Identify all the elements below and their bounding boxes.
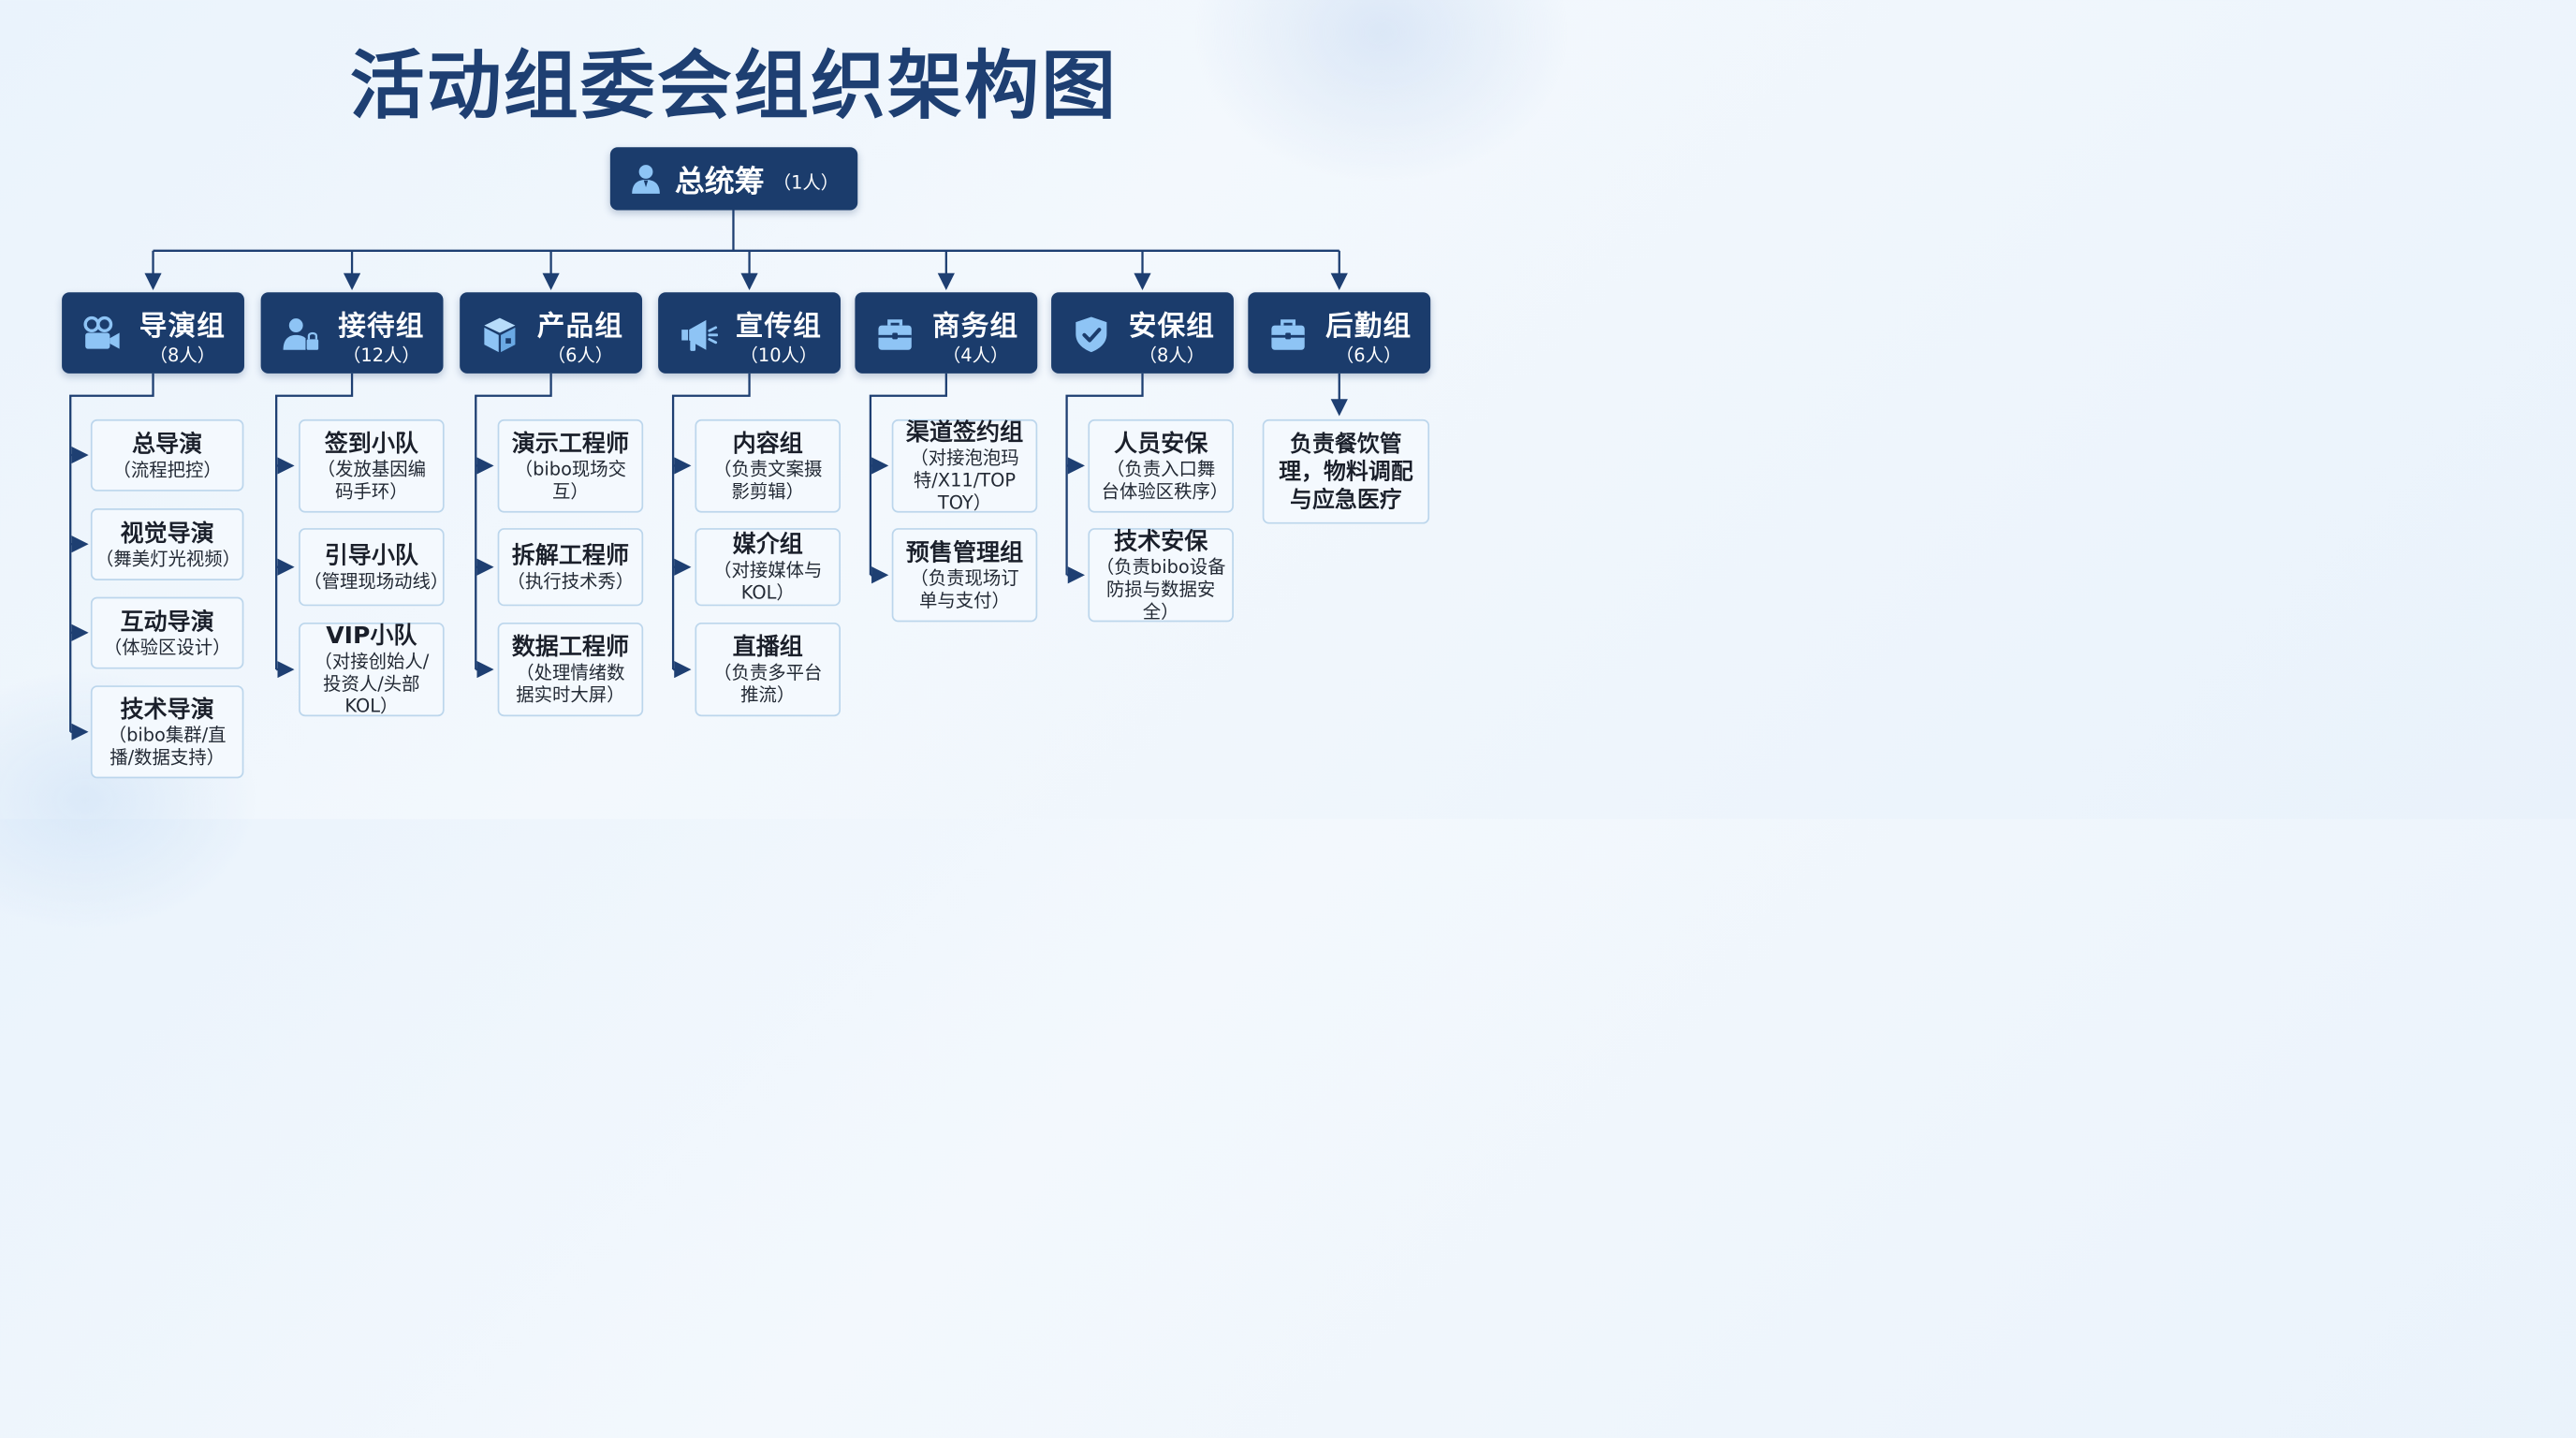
sub-title: 互动导演: [120, 608, 214, 636]
sub-title: 媒介组: [732, 530, 803, 559]
sub-box: 演示工程师 （bibo现场交互）: [497, 418, 644, 513]
sub-desc: （负责现场订单与支付）: [910, 567, 1019, 611]
sub-box: 总导演 （流程把控）: [90, 418, 244, 492]
page-title: 活动组委会组织架构图: [349, 42, 1119, 130]
user-icon: [632, 165, 660, 194]
connector-line: [475, 373, 552, 670]
sub-title: 人员安保: [1114, 429, 1208, 458]
team-count: （8人）: [149, 345, 216, 366]
connector-line: [1065, 373, 1144, 576]
sub-desc: （处理情绪数据实时大屏）: [516, 662, 625, 706]
sub-title: 演示工程师: [511, 429, 630, 458]
sub-title: 签到小队: [324, 429, 419, 458]
team-count: （12人）: [343, 345, 420, 366]
sub-box: 技术导演 （bibo集群/直播/数据支持）: [90, 685, 244, 779]
team-name: 后勤组: [1325, 310, 1412, 343]
sub-desc: （负责文案摄影剪辑）: [713, 458, 823, 503]
sub-desc: （管理现场动线）: [303, 570, 449, 593]
sub-desc: （负责bibo设备防损与数据安全）: [1095, 556, 1226, 623]
briefcase-icon: [878, 319, 912, 350]
sub-desc: （流程把控）: [112, 459, 222, 481]
package-box-icon: [484, 317, 516, 353]
team-box-business: 商务组 （4人）: [855, 292, 1038, 374]
sub-title: VIP小队: [326, 622, 417, 650]
shield-check-icon: [1076, 316, 1107, 353]
sub-box: 视觉导演 （舞美灯光视频）: [90, 508, 244, 580]
team-box-product: 产品组 （6人）: [460, 292, 643, 374]
sub-desc: （体验区设计）: [103, 637, 231, 658]
user-lock-icon: [283, 318, 319, 350]
sub-desc: （对接泡泡玛特/X11/TOP TOY）: [910, 447, 1019, 514]
top-coordinator-box: 总统筹 （1人）: [609, 147, 858, 211]
sub-box: 预售管理组 （负责现场订单与支付）: [891, 528, 1038, 623]
connector-line: [275, 373, 354, 670]
sub-title: 技术导演: [120, 696, 214, 724]
top-coordinator-name: 总统筹: [674, 164, 765, 199]
team-name: 安保组: [1128, 310, 1216, 343]
team-count: （6人）: [547, 345, 614, 366]
sub-desc: （对接媒体与KOL）: [713, 559, 823, 604]
sub-box: 数据工程师 （处理情绪数据实时大屏）: [497, 622, 644, 717]
sub-box: 签到小队 （发放基因编码手环）: [299, 418, 445, 513]
sub-text: 负责餐饮管理，物料调配与应急医疗: [1279, 430, 1413, 513]
sub-title: 渠道签约组: [905, 418, 1024, 447]
team-box-publicity: 宣传组 （10人）: [658, 292, 842, 374]
sub-desc: （bibo集群/直播/数据支持）: [108, 724, 227, 769]
connector-line: [671, 373, 751, 670]
sub-box: 渠道签约组 （对接泡泡玛特/X11/TOP TOY）: [891, 418, 1038, 514]
sub-title: 直播组: [732, 633, 803, 661]
team-count: （4人）: [942, 345, 1009, 366]
sub-desc: （负责入口舞台体验区秩序）: [1101, 458, 1229, 503]
sub-title: 拆解工程师: [511, 541, 630, 569]
sub-title: 总导演: [132, 430, 203, 458]
team-count: （10人）: [739, 345, 818, 366]
sub-box: 拆解工程师 （执行技术秀）: [497, 528, 644, 607]
sub-title: 数据工程师: [511, 633, 630, 661]
top-coordinator-count: （1人）: [772, 171, 840, 194]
team-name: 接待组: [338, 310, 425, 343]
sub-box: 互动导演 （体验区设计）: [90, 596, 244, 669]
toolbox-icon: [1271, 319, 1305, 350]
sub-title: 视觉导演: [120, 519, 214, 547]
sub-box: VIP小队 （对接创始人/投资人/头部KOL）: [299, 622, 445, 717]
sub-box: 媒介组 （对接媒体与KOL）: [695, 528, 842, 607]
connector-line: [869, 373, 947, 576]
sub-desc: （舞美灯光视频）: [95, 548, 241, 570]
sub-box: 技术安保 （负责bibo设备防损与数据安全）: [1088, 527, 1234, 623]
org-chart: 活动组委会组织架构图 总统筹 （1人） 导演组 （8人）: [0, 0, 1569, 929]
sub-box: 内容组 （负责文案摄影剪辑）: [695, 418, 842, 513]
team-name: 导演组: [139, 310, 227, 343]
team-box-directing: 导演组 （8人）: [62, 292, 244, 374]
team-count: （6人）: [1335, 345, 1402, 366]
sub-title: 预售管理组: [905, 538, 1024, 566]
sub-desc: （发放基因编码手环）: [316, 458, 426, 503]
team-box-reception: 接待组 （12人）: [260, 292, 444, 374]
sub-title: 技术安保: [1114, 527, 1208, 555]
team-box-logistics: 后勤组 （6人）: [1248, 292, 1431, 374]
team-name: 商务组: [932, 310, 1019, 343]
sub-box: 负责餐饮管理，物料调配与应急医疗: [1262, 418, 1430, 524]
sub-title: 引导小队: [324, 541, 419, 569]
sub-box: 人员安保 （负责入口舞台体验区秩序）: [1088, 418, 1234, 513]
connector-lines: [69, 210, 1348, 741]
sub-desc: （执行技术秀）: [506, 570, 635, 593]
sub-box: 引导小队 （管理现场动线）: [299, 528, 449, 607]
sub-desc: （负责多平台推流）: [713, 662, 823, 706]
team-name: 宣传组: [735, 310, 823, 343]
team-name: 产品组: [536, 310, 624, 343]
team-box-security: 安保组 （8人）: [1051, 292, 1234, 374]
megaphone-icon: [681, 319, 718, 351]
team-count: （8人）: [1138, 345, 1206, 366]
sub-desc: （bibo现场交互）: [514, 458, 627, 503]
sub-box: 直播组 （负责多平台推流）: [695, 622, 842, 717]
video-camera-icon: [83, 315, 120, 349]
sub-desc: （对接创始人/投资人/头部KOL）: [314, 651, 430, 717]
connector-line: [69, 373, 154, 732]
sub-title: 内容组: [732, 429, 803, 458]
